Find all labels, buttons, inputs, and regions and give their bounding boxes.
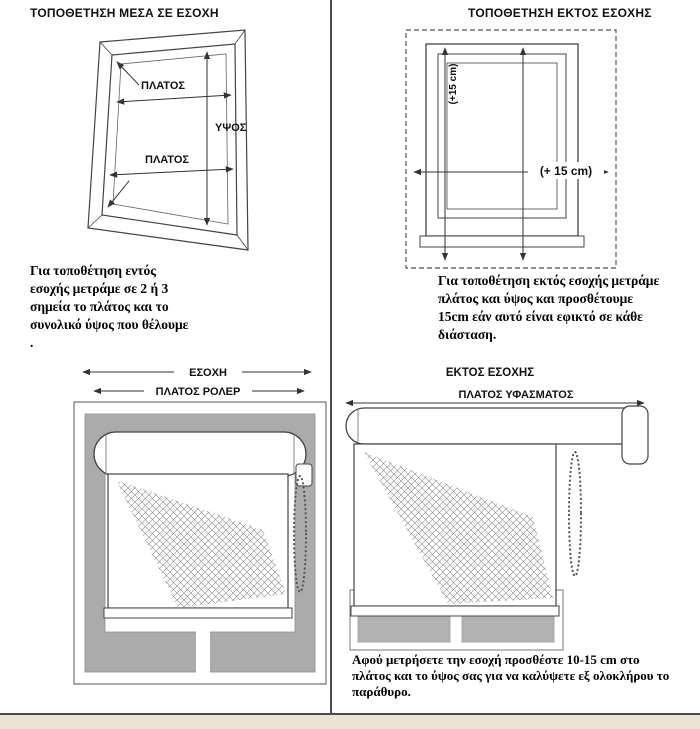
bead-chain-loop <box>292 474 308 594</box>
window-sill <box>419 235 585 248</box>
title-inside-recess: ΤΟΠΟΘΕΤΗΣΗ ΜΕΣΑ ΣΕ ΕΣΟΧΗ <box>30 6 219 20</box>
width-add-label: (+ 15 cm) <box>540 164 592 178</box>
footer-band <box>0 715 700 729</box>
chain-bracket <box>295 463 313 487</box>
drawing-roller-outside-recess: ΕΚΤΟΣ ΕΣΟΧΗΣ ΠΛΑΤΟΣ ΥΦΑΣΜΑΤΟΣ <box>345 367 649 651</box>
window-frame <box>419 43 585 248</box>
roller-width-label: ΠΛΑΤΟΣ ΡΟΛΕΡ <box>156 386 241 398</box>
roller-cylinder <box>93 431 313 487</box>
bead-chain-loop <box>567 450 583 578</box>
fabric-width-label: ΠΛΑΤΟΣ ΥΦΑΣΜΑΤΟΣ <box>459 389 574 401</box>
height-add-label: (+15 cm) <box>448 64 459 105</box>
fabric-width-dimension: ΠΛΑΤΟΣ ΥΦΑΣΜΑΤΟΣ <box>345 389 645 407</box>
fabric-net-texture <box>364 452 553 604</box>
drawing-roller-inside-recess: ΕΣΟΧΗ ΠΛΑΤΟΣ ΡΟΛΕΡ <box>73 363 327 685</box>
recess-dimension: ΕΣΟΧΗ <box>82 363 312 380</box>
drawing-window-outside-recess: (+15 cm) (+ 15 cm) <box>405 29 617 269</box>
height-label: ΥΨΟΣ <box>215 122 247 134</box>
end-bracket <box>621 405 649 465</box>
roller-width-dimension: ΠΛΑΤΟΣ ΡΟΛΕΡ <box>93 382 305 399</box>
outside-dashed-boundary <box>405 29 617 269</box>
bottom-rail <box>350 605 560 617</box>
recess-label: ΕΣΟΧΗ <box>189 367 227 379</box>
title-outside-recess: ΤΟΠΟΘΕΤΗΣΗ ΕΚΤΟΣ ΕΣΟΧΗΣ <box>468 6 652 20</box>
roller-cylinder <box>345 405 649 465</box>
dimension-arrows <box>107 51 234 226</box>
label-backing <box>528 162 604 179</box>
fabric-net-texture <box>116 480 286 608</box>
drawing-window-inside-recess: ΠΛΑΤΟΣ ΠΛΑΤΟΣ ΥΨΟΣ <box>87 29 249 251</box>
caption-roller-outside: Αφού μετρήσετε την εσοχή προσθέστε 10-15… <box>352 652 670 699</box>
width-label-top: ΠΛΑΤΟΣ <box>141 80 185 92</box>
horizontal-divider <box>0 713 700 715</box>
window-frame-perspective <box>87 29 249 251</box>
caption-inside-recess: Για τοποθέτηση εντός εσοχής μετράμε σε 2… <box>30 263 189 350</box>
caption-outside-recess: Για τοποθέτηση εκτός εσοχής μετράμε πλάτ… <box>438 273 660 342</box>
bottom-rail <box>103 607 293 619</box>
fabric-panel <box>103 473 293 619</box>
width-label-bottom: ΠΛΑΤΟΣ <box>145 154 189 166</box>
outside-recess-label: ΕΚΤΟΣ ΕΣΟΧΗΣ <box>446 367 534 379</box>
vertical-divider <box>330 0 332 714</box>
fabric-panel <box>350 443 560 617</box>
